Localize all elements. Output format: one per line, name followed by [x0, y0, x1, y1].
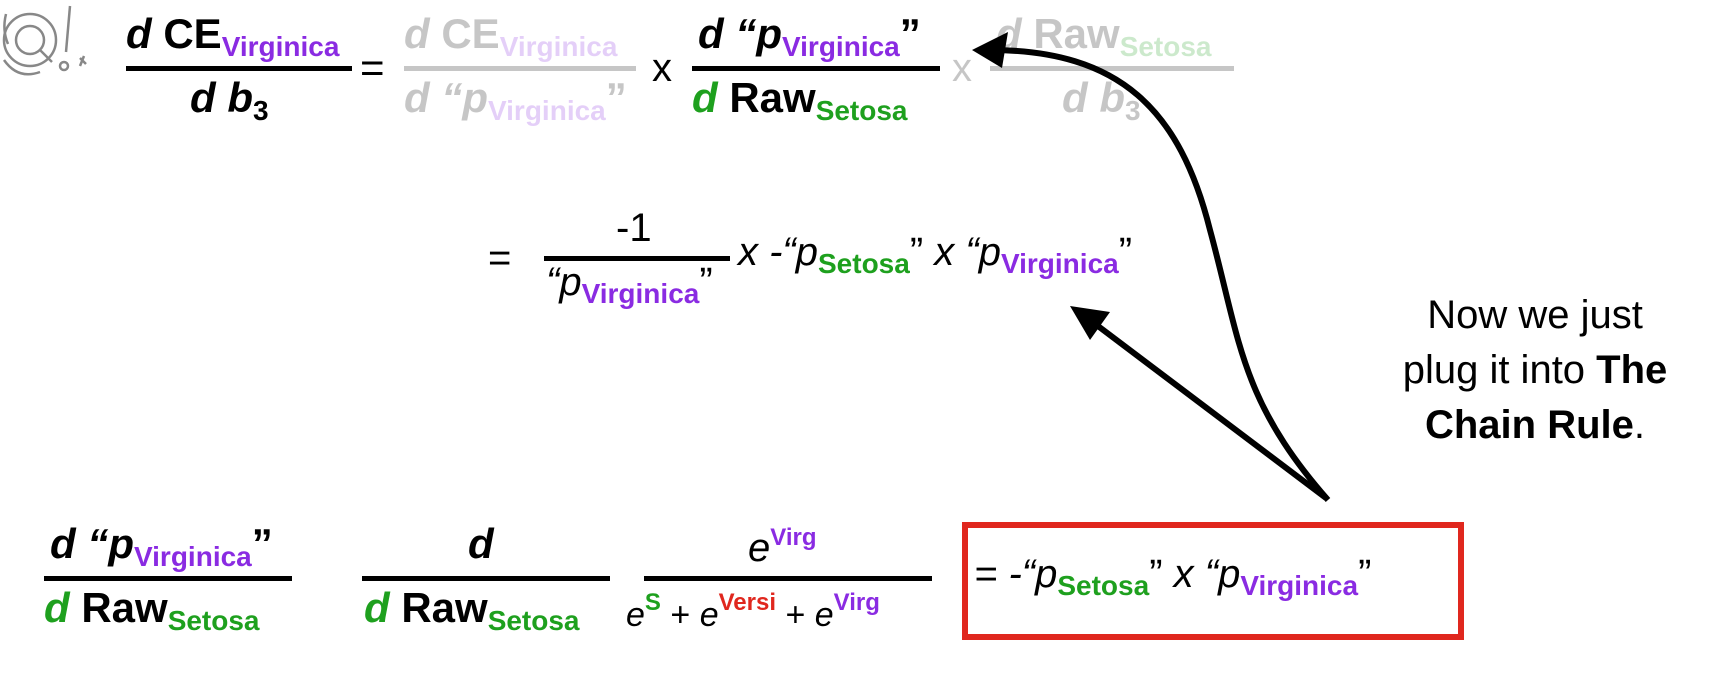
term2-num-d: d	[698, 10, 724, 57]
term1-den-close: ”	[605, 74, 627, 121]
term2-num-q: “p	[735, 10, 782, 57]
cartoon-character-icon	[2, 5, 87, 76]
note-line-3: Chain Rule.	[1380, 398, 1690, 453]
top-equation: d CEVirginica d b3 = d CEVirginica d “pV…	[0, 0, 1300, 130]
softmax-den-e1: e	[626, 596, 645, 634]
middle-fraction-bar	[544, 256, 730, 261]
lhs-den-d: d	[190, 74, 216, 121]
bottom-lhs-den-raw: Raw	[81, 584, 168, 631]
softmax-den-sup3: Virg	[833, 589, 880, 616]
note-line-2: plug it into The	[1380, 343, 1690, 398]
note-line-1: Now we just	[1427, 293, 1643, 337]
bottom-equation: d “pVirginica” d RawSetosa d d RawSetosa…	[0, 510, 1500, 660]
lhs-num-sub: Virginica	[221, 31, 340, 62]
result-expression: = -“pSetosa” x “pVirginica”	[974, 552, 1372, 601]
term3-den-d: d	[1062, 74, 1088, 121]
term1-num-d: d	[404, 10, 430, 57]
result-sub-2: Virginica	[1240, 570, 1359, 601]
note-line-2-pre: plug it into	[1402, 348, 1597, 392]
softmax-plus-1: +	[660, 596, 700, 634]
bottom-lhs-num-q: “p	[87, 520, 134, 567]
middle-den-q: “p	[546, 260, 582, 304]
bottom-lhs-fraction: d “pVirginica” d RawSetosa	[44, 520, 292, 636]
result-times: x “p	[1162, 552, 1241, 596]
lhs-num-d: d	[126, 10, 152, 57]
middle-close-2: ”	[1118, 230, 1133, 274]
bottom-op-den-raw: Raw	[401, 584, 488, 631]
term1-num-sub: Virginica	[499, 31, 618, 62]
lhs-fraction: d CEVirginica d b3	[126, 10, 352, 126]
term2-den-raw: Raw	[729, 74, 816, 121]
top-times-2: x	[952, 46, 972, 90]
bottom-op-num-d: d	[468, 520, 494, 567]
bottom-op-den-d: d	[364, 584, 390, 631]
term1-den-sub: Virginica	[487, 95, 606, 126]
term2-den-sub: Setosa	[815, 95, 908, 126]
bottom-op-den-sub: Setosa	[487, 605, 580, 636]
note-line-3-post: .	[1633, 403, 1646, 447]
bottom-lhs-den-sub: Setosa	[167, 605, 260, 636]
lhs-den-b: b	[227, 74, 253, 121]
term1-den-q: “p	[441, 74, 488, 121]
softmax-fraction: eVirg eS + eVersi + eVirg	[626, 520, 948, 640]
term2-num-sub: Virginica	[781, 31, 900, 62]
term3-fraction: d RawSetosa d b3	[990, 10, 1234, 126]
bottom-lhs-fraction-bar	[44, 576, 292, 581]
note-line-2-bold: The	[1596, 348, 1668, 392]
softmax-num-e: e	[748, 526, 771, 570]
term1-fraction: d CEVirginica d “pVirginica”	[404, 10, 636, 126]
middle-sub-1: Setosa	[818, 248, 910, 279]
middle-times-1: x -“p	[738, 230, 818, 274]
top-equals: =	[360, 44, 385, 91]
bottom-lhs-num-d: d	[50, 520, 76, 567]
arrow-to-middle-term	[1070, 306, 1328, 501]
term1-fraction-bar	[404, 66, 636, 71]
term3-den-sub: 3	[1124, 95, 1141, 126]
middle-sub-2: Virginica	[1000, 248, 1119, 279]
result-close-2: ”	[1358, 552, 1372, 596]
bottom-lhs-num-close: ”	[251, 520, 273, 567]
bottom-lhs-den-d: d	[44, 584, 70, 631]
note-line-3-bold: Chain Rule	[1424, 403, 1634, 447]
term1-num-ce: CE	[441, 10, 500, 57]
term2-den-d: d	[692, 74, 718, 121]
term3-num-sub: Setosa	[1119, 31, 1212, 62]
term2-fraction-bar	[692, 66, 940, 71]
softmax-num-sup: Virg	[770, 524, 817, 551]
arrow-to-top-term	[972, 32, 1331, 502]
middle-equation: = -1 “pVirginica” x -“pSetosa” x “pVirgi…	[0, 200, 1200, 310]
top-times-1: x	[652, 46, 672, 90]
middle-den-sub: Virginica	[581, 278, 700, 309]
bottom-lhs-num-sub: Virginica	[133, 541, 252, 572]
middle-close-1: ”	[909, 230, 924, 274]
softmax-den-sup2: Versi	[718, 589, 776, 616]
term3-num-raw: Raw	[1033, 10, 1120, 57]
lhs-fraction-bar	[126, 66, 352, 71]
term2-fraction: d “pVirginica” d RawSetosa	[692, 10, 940, 126]
softmax-fraction-bar	[644, 576, 932, 581]
lhs-den-sub: 3	[252, 95, 269, 126]
bottom-operator-fraction-bar	[362, 576, 610, 581]
middle-times-2: x “p	[923, 230, 1001, 274]
middle-fraction: -1 “pVirginica”	[544, 206, 730, 309]
softmax-den-e3: e	[814, 596, 834, 634]
note-text: Now we just plug it into The Chain Rule.	[1380, 288, 1690, 453]
middle-den-close: ”	[699, 260, 713, 304]
result-eq: = -“p	[974, 552, 1058, 596]
term1-den-d: d	[404, 74, 430, 121]
result-highlight-box	[962, 522, 1464, 640]
result-close-1: ”	[1149, 552, 1163, 596]
softmax-den-e2: e	[699, 596, 719, 634]
softmax-den-sup1: S	[644, 589, 661, 616]
softmax-plus-2: +	[776, 596, 815, 634]
bottom-operator-fraction: d d RawSetosa	[362, 520, 610, 636]
middle-rest: x -“pSetosa” x “pVirginica”	[738, 230, 1133, 279]
term3-fraction-bar	[990, 66, 1234, 71]
term2-num-close: ”	[899, 10, 921, 57]
lhs-num-ce: CE	[163, 10, 222, 57]
middle-numerator: -1	[616, 206, 652, 250]
middle-equals: =	[488, 236, 512, 280]
result-sub-1: Setosa	[1057, 570, 1150, 601]
